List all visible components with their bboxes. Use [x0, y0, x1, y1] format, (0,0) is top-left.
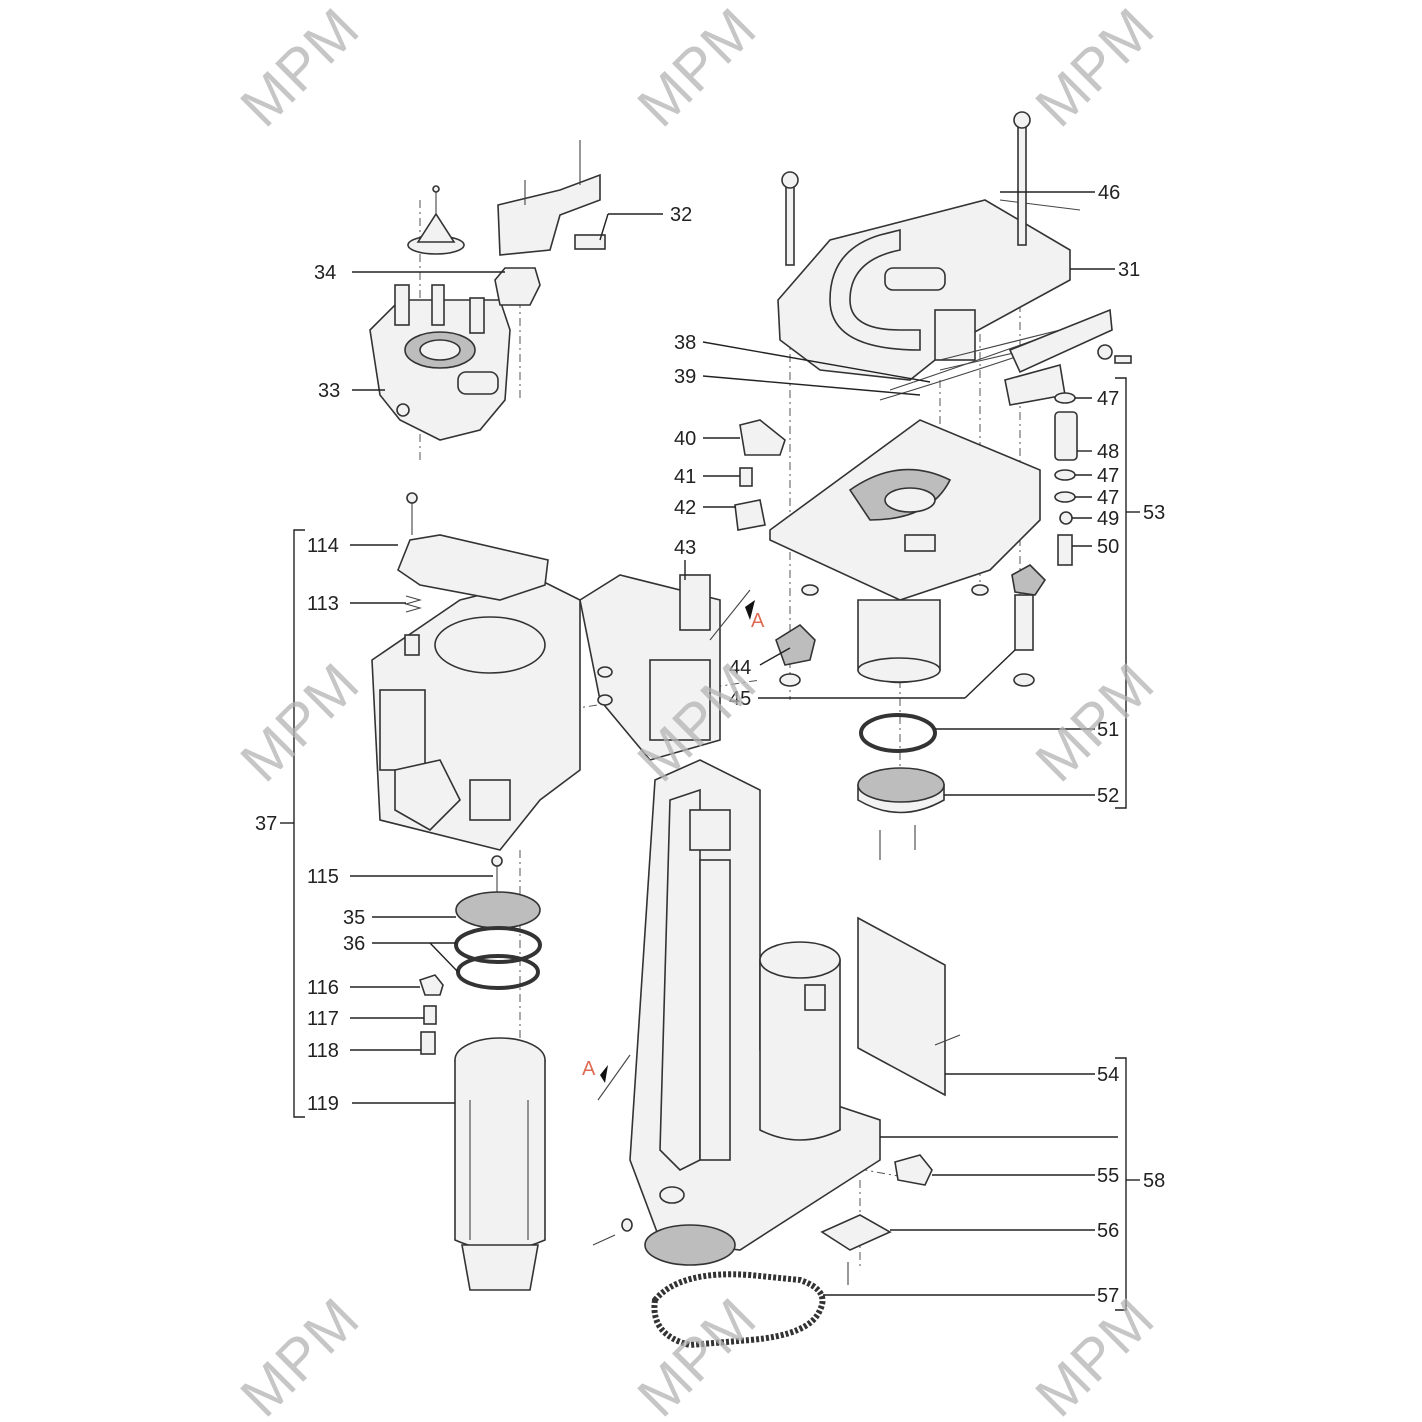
part-37-brew-unit — [371, 579, 581, 851]
part-43-frame — [579, 574, 721, 761]
part-114-lever — [397, 492, 549, 601]
parts-47-50-valve — [1054, 392, 1078, 566]
label-53: 53 — [1143, 502, 1165, 524]
part-36-seals — [454, 926, 542, 990]
part-44-gear — [775, 623, 816, 687]
part-right-shaft — [801, 564, 1047, 687]
part-gear-base — [592, 1186, 736, 1266]
watermark: MPM — [228, 1285, 372, 1422]
part-52-filter — [857, 767, 945, 860]
label-47-a: 47 — [1097, 388, 1119, 410]
part-31-top-plate — [777, 199, 1096, 401]
part-base-plate — [769, 419, 1041, 601]
section-label-lower: A — [582, 1058, 596, 1080]
label-49: 49 — [1097, 508, 1119, 530]
watermark: MPM — [1023, 0, 1167, 139]
label-118: 118 — [307, 1040, 339, 1062]
label-116: 116 — [307, 977, 339, 999]
label-48: 48 — [1097, 441, 1119, 463]
watermark: MPM — [228, 0, 372, 139]
label-33: 33 — [318, 380, 340, 402]
watermark: MPM — [625, 0, 769, 139]
label-117: 117 — [307, 1008, 339, 1030]
label-47-b: 47 — [1097, 465, 1119, 487]
part-119-cylinder — [454, 1037, 546, 1291]
part-54-board — [857, 916, 961, 1097]
part-113-spring — [403, 595, 423, 656]
watermark: MPM — [228, 650, 372, 794]
section-marker-lower: A — [582, 1054, 631, 1101]
section-marker-upper: A — [709, 589, 765, 641]
part-labels: 32 34 33 46 31 38 39 40 41 42 43 44 45 4… — [255, 182, 1165, 1307]
watermark: MPM — [1023, 1285, 1167, 1422]
part-cone-cap — [407, 185, 465, 255]
label-34: 34 — [314, 262, 336, 284]
part-55-switch — [894, 1154, 933, 1186]
label-37: 37 — [255, 813, 277, 835]
label-57: 57 — [1097, 1285, 1119, 1307]
watermark: MPM — [625, 1285, 769, 1422]
leader-lines — [280, 191, 1140, 1311]
parts-40-41-42 — [734, 419, 786, 531]
label-32: 32 — [670, 204, 692, 226]
long-screws — [781, 111, 1031, 266]
label-54: 54 — [1097, 1064, 1119, 1086]
label-44: 44 — [729, 657, 751, 679]
watermark: MPM — [1023, 650, 1167, 794]
part-57-belt — [651, 1271, 826, 1349]
label-35: 35 — [343, 907, 365, 929]
label-115: 115 — [307, 866, 339, 888]
label-39: 39 — [674, 366, 696, 388]
label-55: 55 — [1097, 1165, 1119, 1187]
label-42: 42 — [674, 497, 696, 519]
label-50: 50 — [1097, 536, 1119, 558]
part-32-bracket — [497, 140, 606, 256]
label-38: 38 — [674, 332, 696, 354]
label-31: 31 — [1118, 259, 1140, 281]
label-45: 45 — [729, 688, 751, 710]
parts-116-118-valve — [418, 974, 444, 1055]
label-46: 46 — [1098, 182, 1120, 204]
label-56: 56 — [1097, 1220, 1119, 1242]
part-53-side-bracket — [1004, 308, 1132, 406]
label-58: 58 — [1143, 1170, 1165, 1192]
label-113: 113 — [307, 593, 339, 615]
part-115-screw — [491, 855, 503, 892]
part-motor — [759, 941, 841, 1141]
label-43: 43 — [674, 537, 696, 559]
part-56-plate — [820, 1214, 892, 1285]
section-label-upper: A — [751, 610, 765, 632]
part-35-filter — [455, 891, 541, 929]
label-52: 52 — [1097, 785, 1119, 807]
part-33-brewing-head — [369, 284, 511, 441]
label-51: 51 — [1097, 719, 1119, 741]
label-47-c: 47 — [1097, 487, 1119, 509]
part-51-seal — [859, 713, 937, 753]
part-58-tower — [629, 759, 881, 1251]
part-34-seal — [494, 267, 541, 306]
label-41: 41 — [674, 466, 696, 488]
label-36: 36 — [343, 933, 365, 955]
label-114: 114 — [307, 535, 339, 557]
part-motor-cylinder — [857, 599, 941, 684]
label-119: 119 — [307, 1093, 339, 1115]
label-40: 40 — [674, 428, 696, 450]
